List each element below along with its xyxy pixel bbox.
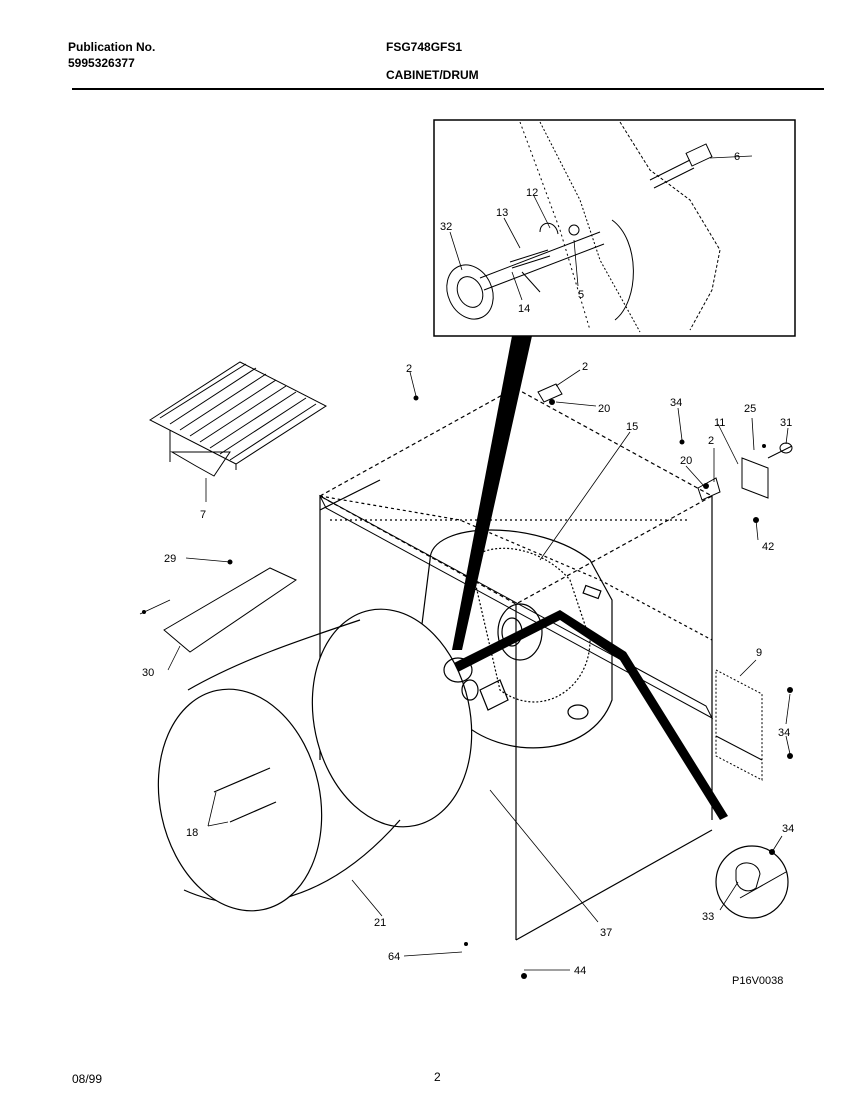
motor-detail bbox=[735, 862, 787, 899]
callout-20a: 20 bbox=[598, 403, 610, 415]
cabinet-body bbox=[318, 387, 714, 941]
callout-2c: 2 bbox=[708, 435, 714, 447]
callout-21: 21 bbox=[374, 917, 386, 929]
callout-18: 18 bbox=[186, 827, 198, 839]
callout-11: 11 bbox=[714, 417, 725, 429]
callout-44: 44 bbox=[574, 965, 586, 977]
callout-12: 12 bbox=[526, 187, 538, 199]
callout-5: 5 bbox=[578, 289, 584, 301]
callout-2a: 2 bbox=[406, 363, 412, 375]
motor-detail-circle bbox=[715, 845, 789, 919]
callout-34a: 34 bbox=[670, 397, 682, 409]
inset-detail bbox=[446, 121, 721, 333]
section-title: CABINET/DRUM bbox=[386, 68, 479, 82]
callout-29: 29 bbox=[164, 553, 176, 565]
callout-42: 42 bbox=[762, 541, 774, 553]
lint-filter bbox=[163, 567, 298, 653]
callout-7: 7 bbox=[200, 509, 206, 521]
callout-14: 14 bbox=[518, 303, 530, 315]
callout-34b: 34 bbox=[778, 727, 790, 739]
idler-assembly bbox=[443, 657, 509, 711]
rear-bulkhead bbox=[419, 529, 613, 749]
callout-13: 13 bbox=[496, 207, 508, 219]
callout-6: 6 bbox=[734, 151, 740, 163]
callout-15: 15 bbox=[626, 421, 638, 433]
callout-20b: 20 bbox=[680, 455, 692, 467]
leader-lines bbox=[139, 155, 791, 971]
callout-34c: 34 bbox=[782, 823, 794, 835]
hardware bbox=[142, 395, 793, 979]
drum bbox=[157, 608, 473, 912]
callout-37: 37 bbox=[600, 927, 612, 939]
heater-box bbox=[715, 669, 763, 781]
drying-rack bbox=[148, 361, 328, 477]
publication-number: 5995326377 bbox=[68, 56, 135, 70]
callout-32: 32 bbox=[440, 221, 452, 233]
publication-label: Publication No. bbox=[68, 40, 156, 54]
callout-25: 25 bbox=[744, 403, 756, 415]
callout-33: 33 bbox=[702, 911, 714, 923]
callout-64: 64 bbox=[388, 951, 400, 963]
diagram-code: P16V0038 bbox=[732, 975, 783, 987]
inset-frame bbox=[433, 119, 796, 337]
model-number: FSG748GFS1 bbox=[386, 40, 463, 54]
callout-31: 31 bbox=[780, 417, 792, 429]
footer-date: 08/99 bbox=[72, 1072, 103, 1086]
header-rule bbox=[72, 88, 824, 90]
callout-30: 30 bbox=[142, 667, 154, 679]
callout-9: 9 bbox=[756, 647, 762, 659]
inset-leader bbox=[452, 336, 532, 650]
callout-2b: 2 bbox=[582, 361, 588, 373]
footer-page-number: 2 bbox=[434, 1070, 441, 1084]
